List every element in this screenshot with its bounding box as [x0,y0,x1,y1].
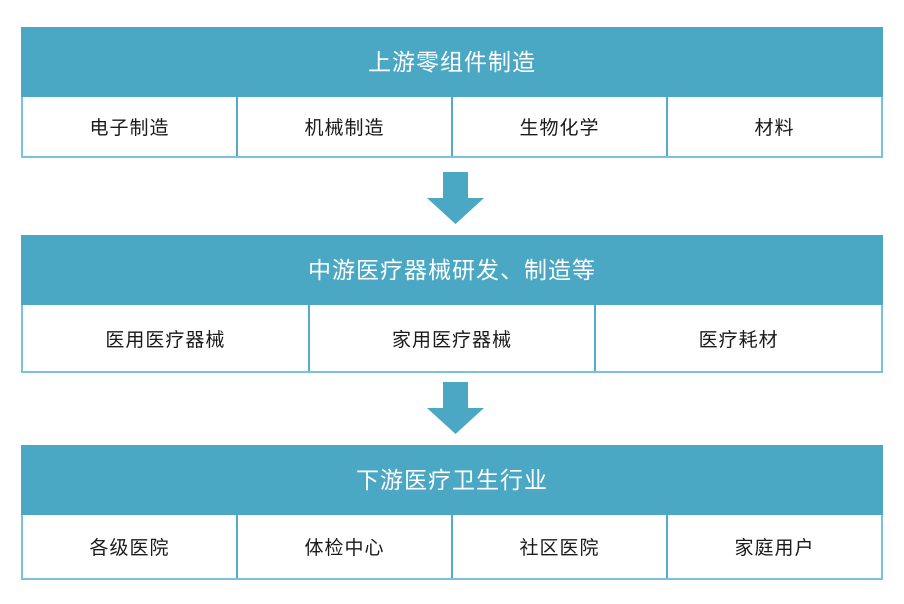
tier-upstream-cell-row: 电子制造 机械制造 生物化学 材料 [21,97,883,158]
tier-upstream-cell-3: 生物化学 [453,97,668,156]
tier-midstream-cell-row: 医用医疗器械 家用医疗器械 医疗耗材 [21,305,883,373]
tier-upstream-cell-1: 电子制造 [23,97,238,156]
tier-downstream-cell-3: 社区医院 [453,515,668,578]
cell-label: 体检中心 [304,538,385,559]
tier-downstream-cell-row: 各级医院 体检中心 社区医院 家庭用户 [21,515,883,580]
arrow-down-icon [427,382,484,434]
tier-downstream: 下游医疗卫生行业 各级医院 体检中心 社区医院 家庭用户 [21,445,883,580]
cell-label: 各级医院 [89,538,170,559]
cell-label: 医用医疗器械 [105,329,226,351]
tier-upstream: 上游零组件制造 电子制造 机械制造 生物化学 材料 [21,27,883,158]
cell-label: 社区医院 [519,538,600,559]
cell-label: 生物化学 [519,118,600,139]
tier-midstream-cell-1: 医用医疗器械 [23,305,310,371]
tier-downstream-cell-4: 家庭用户 [668,515,881,578]
tier-downstream-title: 下游医疗卫生行业 [21,445,883,515]
cell-label: 家用医疗器械 [392,329,513,351]
cell-label: 家庭用户 [734,538,815,559]
tier-midstream: 中游医疗器械研发、制造等 医用医疗器械 家用医疗器械 医疗耗材 [21,235,883,373]
cell-label: 材料 [754,118,795,139]
cell-label: 机械制造 [304,118,385,139]
connector-arrow-midstream-to-downstream [427,382,484,434]
tier-midstream-title: 中游医疗器械研发、制造等 [21,235,883,305]
connector-arrow-upstream-to-midstream [427,172,484,224]
tier-downstream-cell-2: 体检中心 [238,515,453,578]
tier-midstream-cell-3: 医疗耗材 [596,305,881,371]
arrow-down-icon [427,172,484,224]
cell-label: 电子制造 [89,118,170,139]
tier-upstream-cell-2: 机械制造 [238,97,453,156]
tier-downstream-cell-1: 各级医院 [23,515,238,578]
tier-upstream-cell-4: 材料 [668,97,881,156]
tier-midstream-cell-2: 家用医疗器械 [310,305,597,371]
cell-label: 医疗耗材 [698,329,779,351]
tier-upstream-title: 上游零组件制造 [21,27,883,97]
